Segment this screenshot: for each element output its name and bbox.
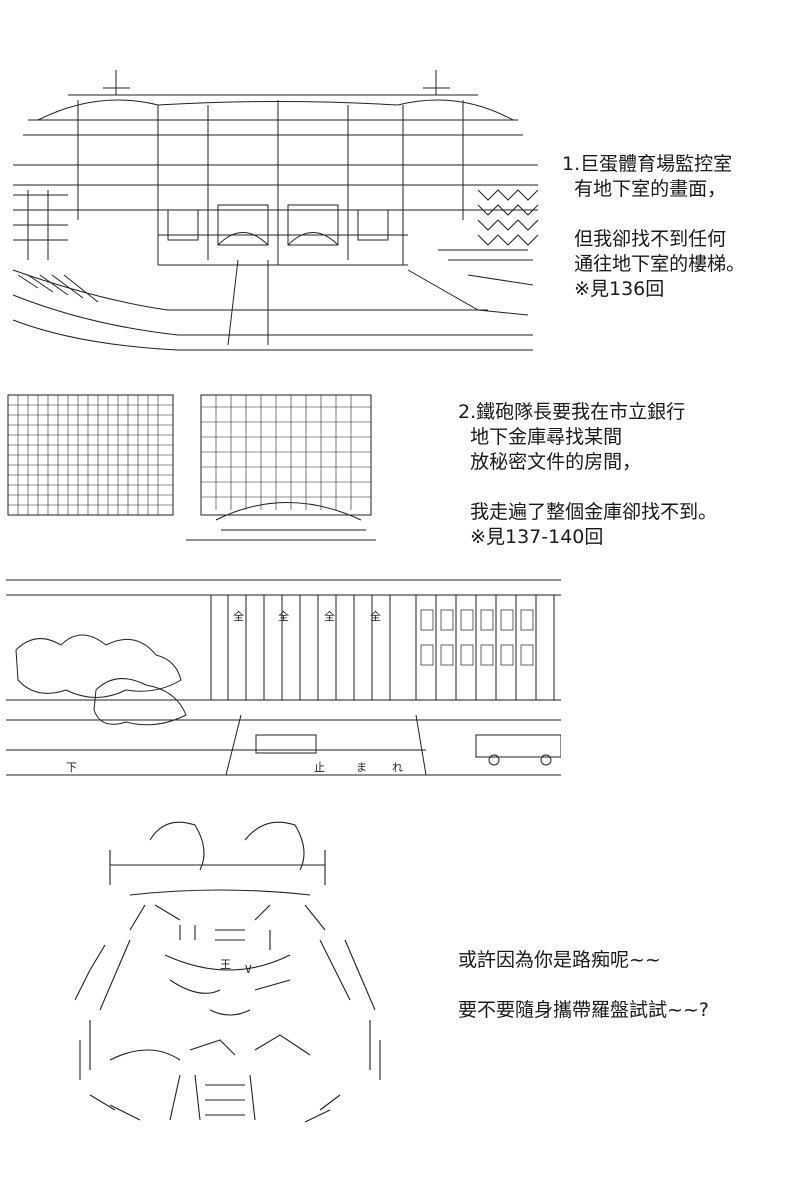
bank-sign-char: 全 (370, 609, 381, 623)
caption-1: 1.巨蛋體育場監控室 有地下室的畫面， 但我卻找不到任何 通往地下室的樓梯。 ※… (562, 152, 745, 302)
panel-character: 王 V 或許因為你是路痴呢~~ 要不要隨身攜帶羅盤試試~~? (0, 810, 800, 1190)
panel-bank: 全 全 全 全 止 ま れ 下 2.鐵砲隊長要我在市立銀行 地下金庫尋找某間 放… (0, 380, 800, 800)
caption-line: ※見136回 (562, 278, 665, 300)
caption-line: 地下金庫尋找某間 (458, 426, 623, 448)
caption-line (562, 202, 745, 227)
caption-line: 但我卻找不到任何 (562, 228, 727, 250)
ground-char: 下 (66, 761, 77, 774)
caption-line: 1.巨蛋體育場監控室 (562, 153, 733, 175)
caption-line: 通往地下室的樓梯。 (562, 253, 746, 275)
bank-ascii-art: 全 全 全 全 止 ま れ 下 (6, 394, 561, 776)
panel-stadium: 1.巨蛋體育場監控室 有地下室的畫面， 但我卻找不到任何 通往地下室的樓梯。 ※… (0, 0, 800, 360)
caption-3: 或許因為你是路痴呢~~ 要不要隨身攜帶羅盤試試~~? (458, 948, 709, 1023)
caption-line (458, 475, 717, 500)
bank-sign-char: 全 (233, 609, 244, 623)
caption-line: 放秘密文件的房間， (458, 451, 642, 473)
caption-line: 要不要隨身攜帶羅盤試試~~? (458, 999, 709, 1021)
char-glyph: 王 (220, 958, 231, 971)
caption-line (458, 973, 709, 998)
stadium-ascii-art (12, 70, 539, 351)
road-marking-char: 止 (314, 761, 325, 774)
caption-line: 2.鐵砲隊長要我在市立銀行 (458, 401, 686, 423)
caption-line: 我走遍了整個金庫卻找不到。 (458, 501, 718, 523)
road-marking-char: ま (356, 761, 367, 774)
bank-sign-char: 全 (324, 609, 335, 623)
char-glyph: V (245, 963, 252, 976)
caption-line: 有地下室的畫面， (562, 178, 727, 200)
caption-line: ※見137-140回 (458, 526, 604, 548)
road-marking-char: れ (392, 761, 403, 774)
caption-2: 2.鐵砲隊長要我在市立銀行 地下金庫尋找某間 放秘密文件的房間， 我走遍了整個金… (458, 400, 717, 550)
caption-line: 或許因為你是路痴呢~~ (458, 949, 661, 971)
character-ascii-art: 王 V (74, 821, 381, 1123)
bank-sign-char: 全 (278, 609, 289, 623)
